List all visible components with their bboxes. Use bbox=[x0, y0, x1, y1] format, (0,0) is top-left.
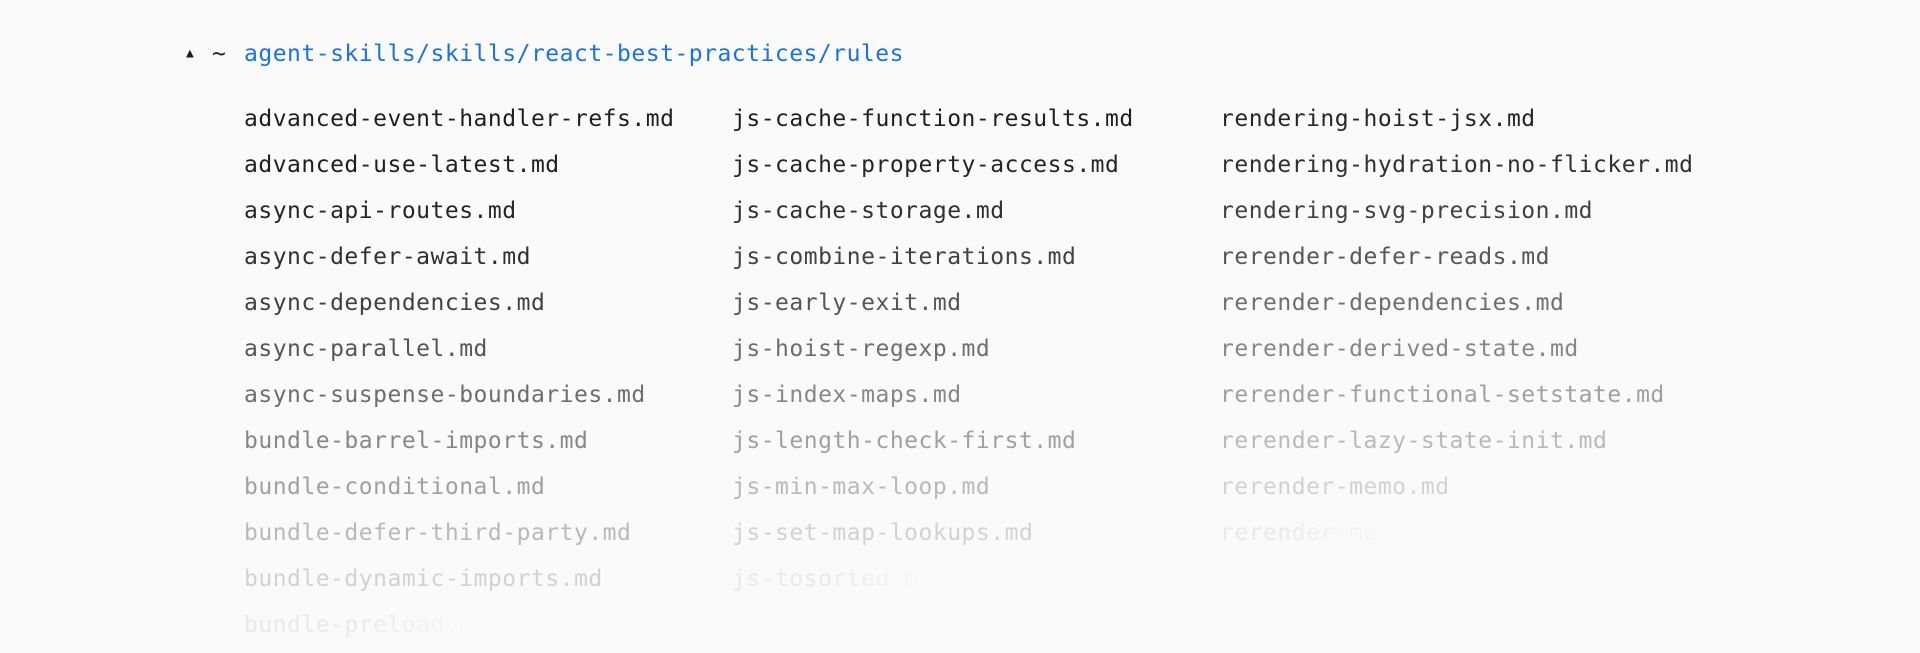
file-name: rerender-memo.md bbox=[1220, 474, 1450, 500]
file-name: rerender-functional-setstate.md bbox=[1220, 382, 1665, 408]
file-name: rendering-hydration-no-flicker.md bbox=[1220, 152, 1694, 178]
file-name: js-cache-function-results.md bbox=[732, 106, 1134, 132]
file-column-1: advanced-event-handler-refs.md advanced-… bbox=[244, 96, 732, 648]
file-name: js-cache-property-access.md bbox=[732, 152, 1120, 178]
file-name: js-set-map-lookups.md bbox=[732, 520, 1034, 546]
file-name: js-hoist-regexp.md bbox=[732, 336, 991, 362]
file-name: rerender-dependencies.md bbox=[1220, 290, 1565, 316]
home-tilde-symbol: ~ bbox=[212, 41, 227, 67]
file-name: async-suspense-boundaries.md bbox=[244, 382, 646, 408]
file-name: rerender-derived-state.md bbox=[1220, 336, 1579, 362]
file-name: rerender-defer-reads.md bbox=[1220, 244, 1550, 270]
file-name: async-parallel.md bbox=[244, 336, 488, 362]
file-name: rerender-move-state-down.md bbox=[1220, 520, 1608, 546]
directory-header: ▲ ~ agent-skills/skills/react-best-pract… bbox=[0, 39, 1920, 69]
file-name: js-tosorted.md bbox=[732, 566, 933, 592]
file-column-3: rendering-hoist-jsx.md rendering-hydrati… bbox=[1220, 96, 1708, 648]
file-name: bundle-preload.md bbox=[244, 612, 488, 638]
file-name: bundle-barrel-imports.md bbox=[244, 428, 589, 454]
file-name: js-index-maps.md bbox=[732, 382, 962, 408]
file-name: async-api-routes.md bbox=[244, 198, 517, 224]
file-name: js-cache-storage.md bbox=[732, 198, 1005, 224]
file-name: bundle-conditional.md bbox=[244, 474, 546, 500]
file-name: js-combine-iterations.md bbox=[732, 244, 1077, 270]
file-name: rendering-svg-precision.md bbox=[1220, 198, 1594, 224]
file-grid: advanced-event-handler-refs.md advanced-… bbox=[0, 96, 1920, 648]
directory-path-link[interactable]: agent-skills/skills/react-best-practices… bbox=[244, 41, 904, 67]
file-name: js-early-exit.md bbox=[732, 290, 962, 316]
collapse-triangle-icon[interactable]: ▲ bbox=[186, 46, 195, 61]
file-column-2: js-cache-function-results.md js-cache-pr… bbox=[732, 96, 1220, 648]
file-name: async-defer-await.md bbox=[244, 244, 531, 270]
file-name: async-dependencies.md bbox=[244, 290, 546, 316]
file-name: advanced-event-handler-refs.md bbox=[244, 106, 675, 132]
file-name: bundle-dynamic-imports.md bbox=[244, 566, 603, 592]
file-name: rendering-hoist-jsx.md bbox=[1220, 106, 1536, 132]
file-name: advanced-use-latest.md bbox=[244, 152, 560, 178]
file-name: js-min-max-loop.md bbox=[732, 474, 991, 500]
file-name: rerender-lazy-state-init.md bbox=[1220, 428, 1608, 454]
file-name: bundle-defer-third-party.md bbox=[244, 520, 632, 546]
file-name: js-length-check-first.md bbox=[732, 428, 1077, 454]
